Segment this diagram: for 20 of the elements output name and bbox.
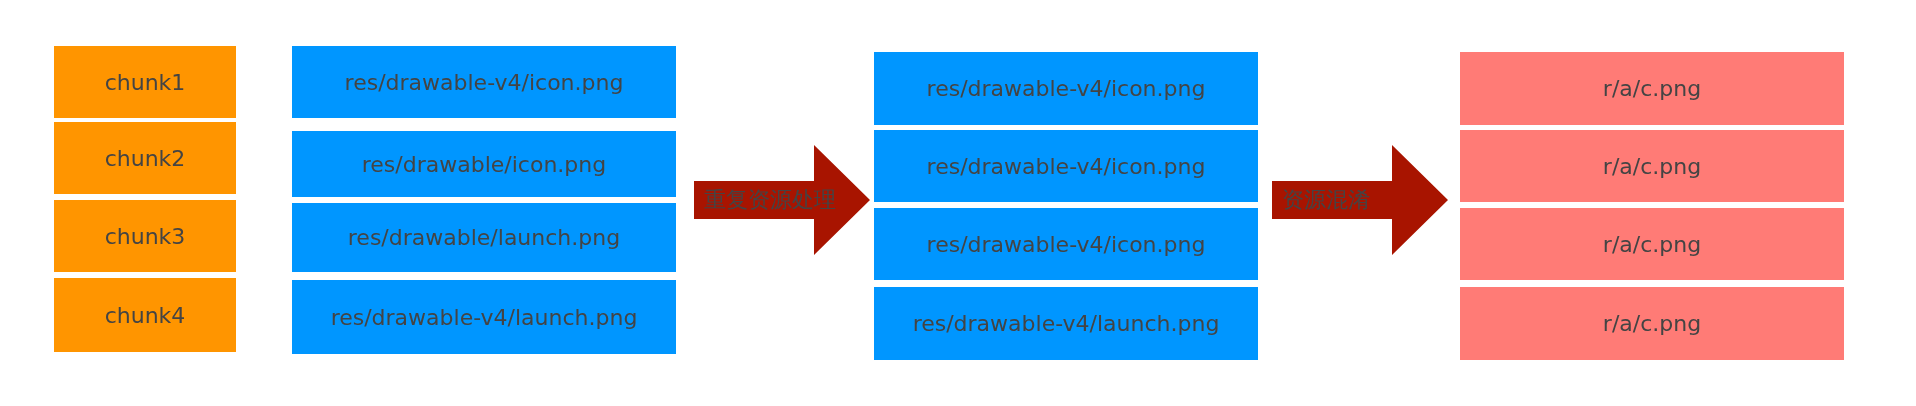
file-cell: res/drawable-v4/icon.png [874,208,1258,280]
block-arrow [1272,145,1448,255]
file-cell: chunk2 [54,122,236,194]
arrow-label: 资源混淆 [1281,186,1370,214]
file-cell: r/a/c.png [1460,287,1844,360]
file-cell: res/drawable-v4/icon.png [874,52,1258,125]
file-cell: r/a/c.png [1460,52,1844,125]
arrow-label: 重复资源处理 [703,186,836,214]
file-cell: res/drawable-v4/icon.png [292,46,676,118]
file-cell: chunk4 [54,278,236,352]
file-cell: res/drawable/launch.png [292,203,676,272]
file-cell: r/a/c.png [1460,130,1844,202]
file-cell: res/drawable-v4/launch.png [292,280,676,354]
file-cell: chunk1 [54,46,236,118]
file-cell: r/a/c.png [1460,208,1844,280]
block-arrow [694,145,870,255]
file-cell: res/drawable/icon.png [292,131,676,197]
file-cell: res/drawable-v4/icon.png [874,130,1258,202]
file-cell: res/drawable-v4/launch.png [874,287,1258,360]
file-cell: chunk3 [54,200,236,272]
